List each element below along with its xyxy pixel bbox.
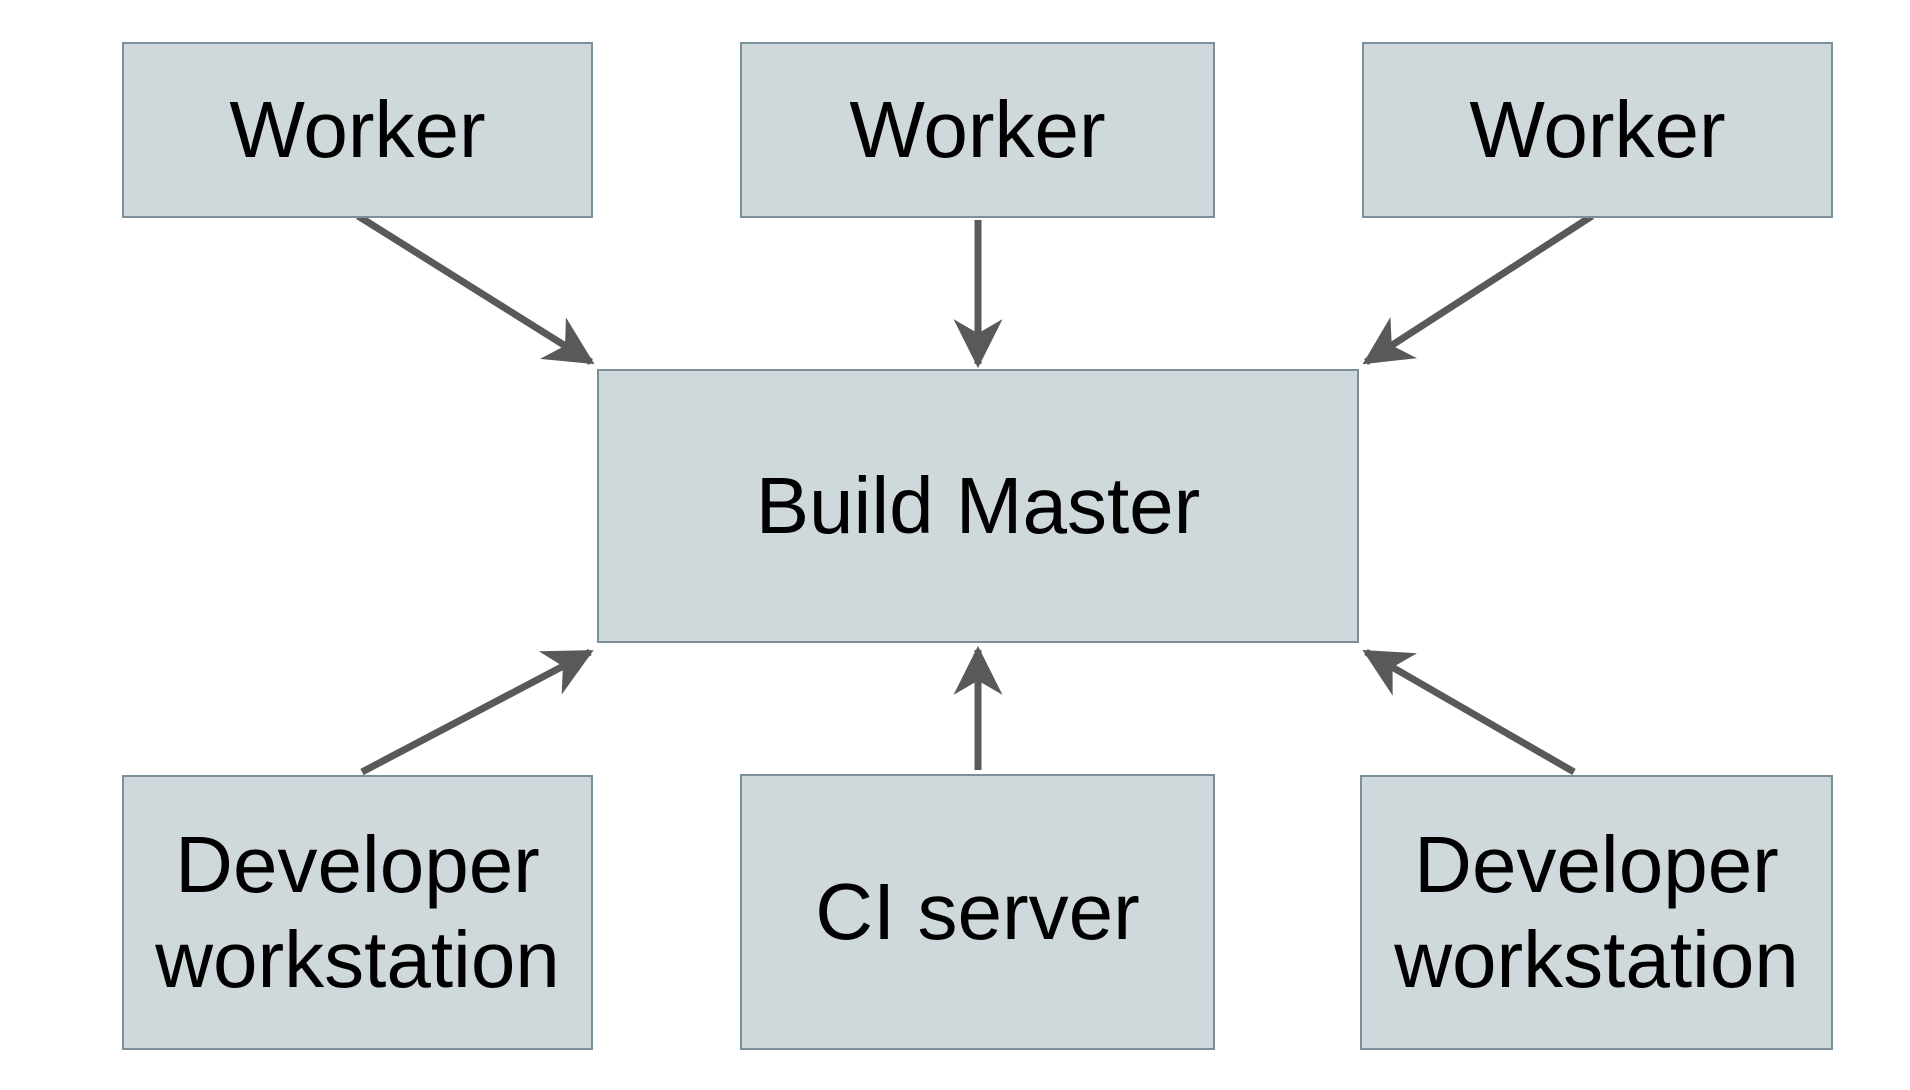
arrow-developer-workstation-right-to-build-master: [1362, 648, 1576, 776]
arrow-developer-workstation-left-to-build-master: [360, 648, 594, 776]
node-worker-2-label: Worker: [849, 84, 1106, 174]
node-developer-workstation-right-label: Developer workstation: [1394, 820, 1799, 1004]
node-developer-workstation-right: Developer workstation: [1360, 775, 1833, 1050]
node-worker-3-label: Worker: [1469, 84, 1726, 174]
node-developer-workstation-left: Developer workstation: [122, 775, 593, 1050]
node-build-master-label: Build Master: [755, 460, 1201, 550]
node-ci-server-label: CI server: [815, 866, 1140, 956]
node-worker-3: Worker: [1362, 42, 1833, 218]
node-ci-server: CI server: [740, 774, 1215, 1050]
node-developer-workstation-left-label: Developer workstation: [155, 820, 560, 1004]
node-worker-1-label: Worker: [229, 84, 486, 174]
arrow-worker-1-to-build-master: [356, 213, 595, 365]
node-worker-2: Worker: [740, 42, 1215, 218]
node-build-master: Build Master: [597, 369, 1359, 643]
arrow-worker-3-to-build-master: [1362, 213, 1594, 365]
node-worker-1: Worker: [122, 42, 593, 218]
